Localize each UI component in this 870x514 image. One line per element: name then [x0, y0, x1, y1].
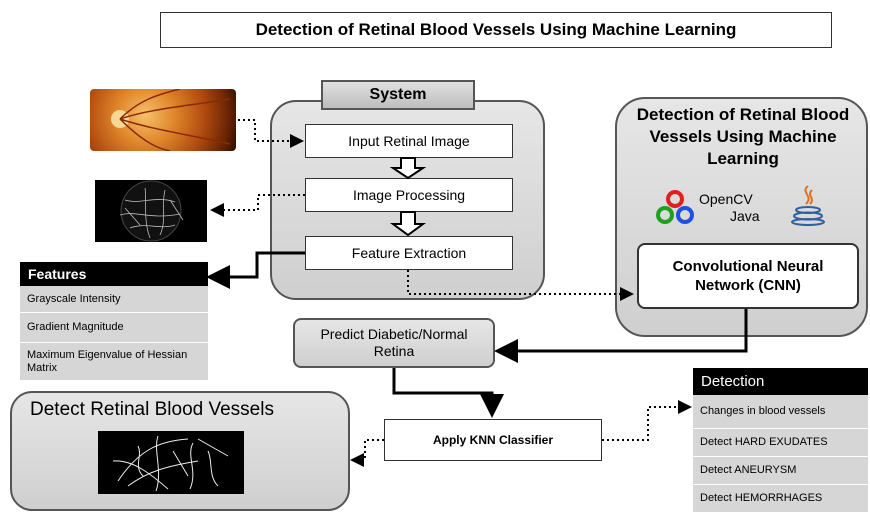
fundus-vessels-icon	[111, 89, 231, 151]
ml-panel-title: Detection of Retinal Blood Vessels Using…	[636, 105, 850, 168]
knn-to-vessels-arrow	[350, 439, 384, 467]
feature-item: Maximum Eigenvalue of Hessian Matrix	[20, 343, 208, 381]
cnn-box: Convolutional Neural Network (CNN)	[637, 243, 859, 309]
opencv-label: OpenCV	[699, 191, 753, 207]
fundus-to-input-arrow	[238, 119, 304, 148]
features-header: Features	[20, 262, 208, 286]
detection-item: Detect ANEURYSM	[693, 457, 868, 485]
predict-box: Predict Diabetic/Normal Retina	[293, 318, 495, 368]
retina-fundus-image	[90, 89, 236, 151]
detection-item: Detect HARD EXUDATES	[693, 429, 868, 457]
image-processing-box: Image Processing	[305, 178, 513, 212]
java-label: Java	[730, 208, 760, 224]
diagram-title: Detection of Retinal Blood Vessels Using…	[160, 12, 832, 48]
opencv-logo-icon	[656, 190, 694, 224]
detected-vessels-icon	[112, 435, 229, 492]
cnn-to-predict-arrow	[494, 309, 748, 363]
detection-header: Detection	[693, 368, 868, 395]
java-logo-icon	[791, 185, 825, 226]
detection-item: Detect HEMORRHAGES	[693, 485, 868, 513]
detect-vessels-title: Detect Retinal Blood Vessels	[30, 399, 274, 420]
detected-vessels-image	[98, 431, 244, 494]
predict-to-knn-arrow	[392, 368, 504, 418]
feature-to-features-arrow	[206, 251, 305, 289]
feature-item: Gradient Magnitude	[20, 313, 208, 343]
feature-extraction-box: Feature Extraction	[305, 236, 513, 270]
processing-to-feature-arrow	[389, 211, 427, 237]
system-label: System	[321, 80, 475, 110]
processing-to-image-arrow	[210, 194, 305, 217]
input-retinal-image-box: Input Retinal Image	[305, 124, 513, 158]
detection-item: Changes in blood vessels	[693, 395, 868, 429]
feature-item: Grayscale Intensity	[20, 286, 208, 313]
knn-to-detection-arrow	[602, 400, 692, 441]
processed-vessels-icon	[119, 180, 184, 242]
processed-vessel-image	[95, 180, 207, 242]
knn-classifier-box: Apply KNN Classifier	[384, 419, 602, 461]
feature-to-cnn-arrow	[407, 270, 634, 301]
input-to-processing-arrow	[389, 157, 427, 180]
